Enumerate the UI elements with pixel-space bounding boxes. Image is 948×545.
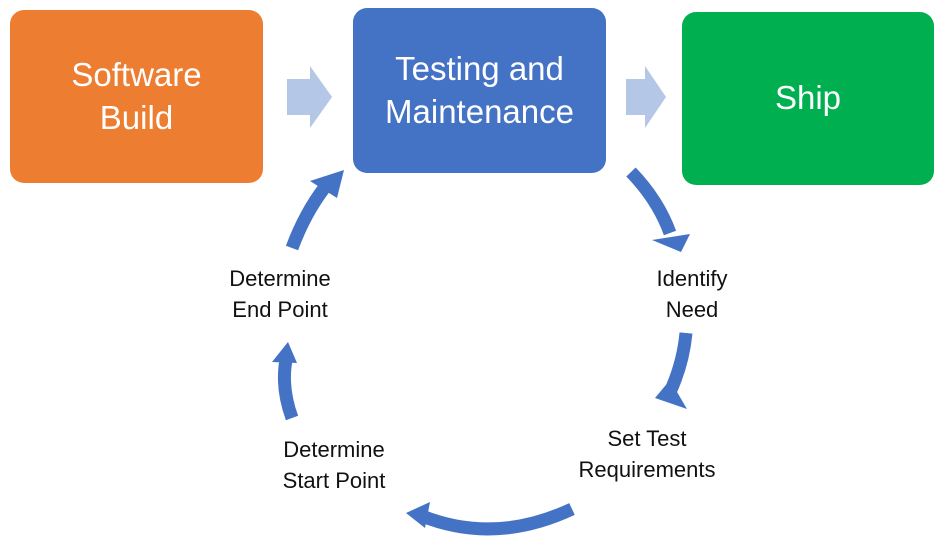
software-build-line-1: Software — [71, 55, 202, 93]
cycle-arrowhead-end — [272, 342, 297, 363]
determine-start-point-label: Determine Start Point — [283, 434, 386, 496]
identify-need-line-2: Need — [665, 297, 719, 322]
ship-line-1: Ship — [774, 79, 842, 117]
determine-start-point-line-2: Start Point — [282, 468, 386, 493]
identify-need-line-1: Identify — [656, 266, 728, 291]
software-build-line-2: Build — [99, 98, 174, 136]
cycle-arrow-start-to-end — [277, 353, 299, 421]
determine-end-point-label: Determine End Point — [229, 263, 330, 325]
identify-need-label: Identify Need — [657, 263, 728, 325]
cycle-arrow-identify-to-requirements — [664, 332, 693, 395]
cycle-arrow-testing-to-identify — [626, 167, 677, 236]
set-test-requirements-line-1: Set Test — [607, 426, 687, 451]
cycle-arrow-requirements-to-start — [419, 503, 575, 536]
flow-arrow-testing-to-ship — [626, 66, 666, 128]
testing-maintenance-box: Testing and Maintenance — [353, 8, 606, 173]
ship-box: Ship — [682, 12, 934, 185]
determine-end-point-line-2: End Point — [232, 297, 328, 322]
software-build-box: Software Build — [10, 10, 263, 183]
cycle-arrowhead-identify — [652, 234, 690, 252]
flow-arrow-build-to-testing — [287, 66, 332, 128]
cycle-arrowhead-requirements — [655, 380, 687, 409]
set-test-requirements-label: Set Test Requirements — [579, 423, 716, 485]
cycle-arrow-end-to-testing — [285, 183, 331, 251]
cycle-arrowhead-testing — [310, 170, 344, 198]
cycle-arrowhead-start — [406, 502, 430, 528]
set-test-requirements-line-2: Requirements — [578, 457, 716, 482]
testing-maintenance-line-1: Testing and — [395, 49, 564, 87]
determine-end-point-line-1: Determine — [229, 266, 331, 291]
testing-maintenance-line-2: Maintenance — [385, 92, 574, 130]
determine-start-point-line-1: Determine — [283, 437, 385, 462]
